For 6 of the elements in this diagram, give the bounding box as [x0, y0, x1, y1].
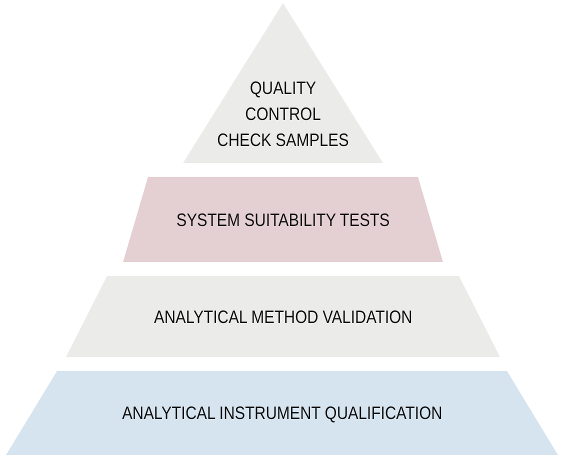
tier-label: ANALYTICAL METHOD VALIDATION [154, 306, 412, 328]
tier-label: QUALITY CONTROL CHECK SAMPLES [216, 77, 350, 152]
pyramid-tier [123, 177, 443, 262]
pyramid-tier [6, 371, 558, 455]
tier-label: SYSTEM SUITABILITY TESTS [176, 208, 390, 230]
tier-label: ANALYTICAL INSTRUMENT QUALIFICATION [122, 402, 442, 424]
